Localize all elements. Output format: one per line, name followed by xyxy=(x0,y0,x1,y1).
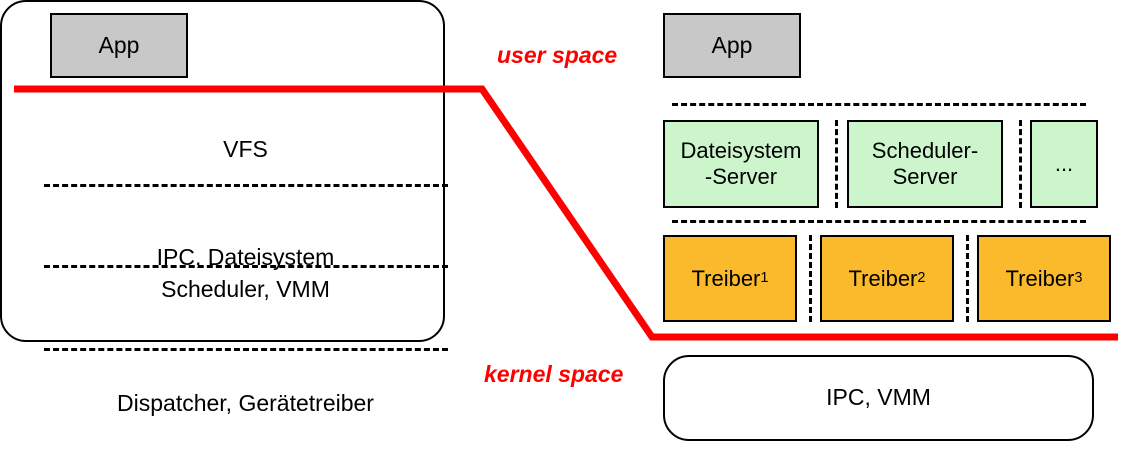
driver-label-2: Treiber xyxy=(848,265,918,291)
kernel-layer-vfs: VFS xyxy=(223,136,268,162)
driver-index-2: 2 xyxy=(917,269,926,286)
kernel-layer-divider-1 xyxy=(44,184,448,187)
kernel-layer-divider-3 xyxy=(44,348,448,351)
server-box-ellipsis: ... xyxy=(1030,120,1098,208)
driver-label-3: Treiber xyxy=(1005,265,1075,291)
right-app-box: App xyxy=(663,13,801,78)
kernel-space-label: kernel space xyxy=(484,361,624,387)
user-space-label: user space xyxy=(497,42,618,68)
left-app-box: App xyxy=(50,13,188,78)
driver-separator-2 xyxy=(966,235,969,322)
server-separator-2 xyxy=(1019,120,1022,208)
kernel-layer-scheduler-vmm: Scheduler, VMM xyxy=(161,276,330,302)
microkernel-box: IPC, VMM xyxy=(663,355,1094,441)
kernel-layer-dispatcher-drivers: Dispatcher, Gerätetreiber xyxy=(117,390,374,416)
kernel-layer-divider-2 xyxy=(44,265,448,268)
server-row-top-divider xyxy=(672,103,1086,106)
server-box-dateisystem: Dateisystem -Server xyxy=(663,120,819,208)
server-separator-1 xyxy=(835,120,838,208)
driver-separator-1 xyxy=(809,235,812,322)
server-box-scheduler: Scheduler- Server xyxy=(847,120,1003,208)
server-driver-divider xyxy=(672,220,1086,223)
driver-label-1: Treiber xyxy=(691,265,761,291)
driver-index-3: 3 xyxy=(1074,269,1083,286)
driver-index-1: 1 xyxy=(760,269,769,286)
